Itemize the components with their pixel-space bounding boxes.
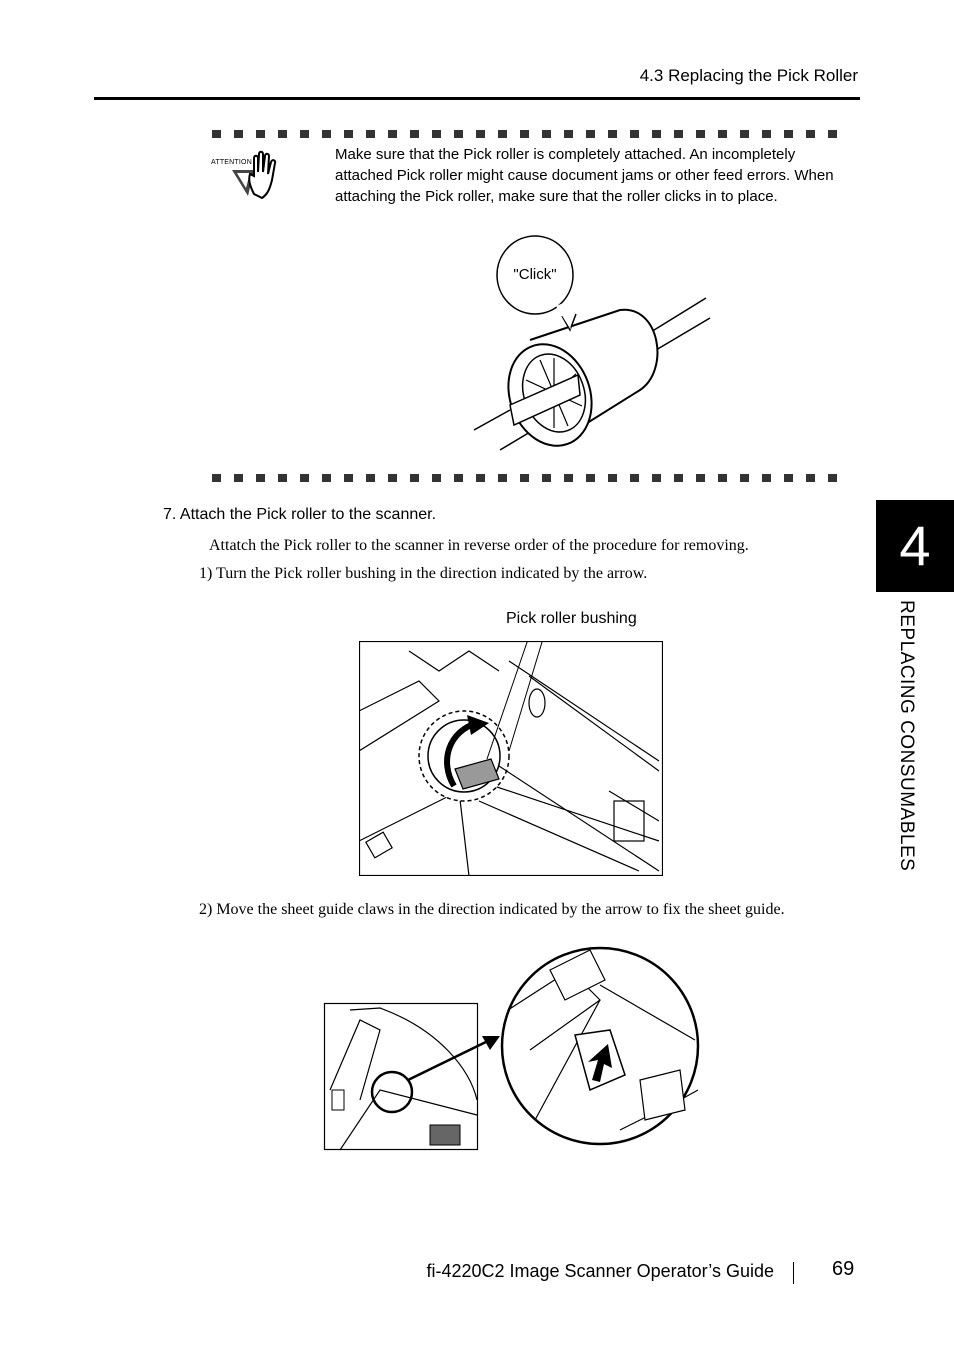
attention-hand-icon: [232, 150, 277, 200]
roller-click-illustration: "Click": [473, 235, 711, 451]
substep-2: 2) Move the sheet guide claws in the dir…: [199, 901, 785, 918]
section-title: 4.3 Replacing the Pick Roller: [639, 66, 858, 85]
step-intro: Attatch the Pick roller to the scanner i…: [209, 537, 749, 554]
step-heading: 7. Attach the Pick roller to the scanner…: [163, 506, 437, 523]
page-number: 69: [832, 1258, 855, 1280]
bushing-figure: [359, 641, 663, 876]
footer-separator: [793, 1262, 794, 1284]
attention-text: Make sure that the Pick roller is comple…: [335, 146, 834, 205]
chapter-tab-text: REPLACING CONSUMABLES: [896, 600, 917, 872]
attention-top-divider: [212, 130, 850, 138]
footer-guide-title: fi-4220C2 Image Scanner Operator’s Guide: [426, 1261, 774, 1281]
header-rule: [94, 97, 860, 100]
attention-label: ATTENTION: [211, 159, 252, 166]
sheet-guide-figure: [323, 946, 700, 1151]
chapter-tab: 4: [876, 500, 954, 592]
substep-1: 1) Turn the Pick roller bushing in the d…: [199, 565, 648, 582]
figure-label-bushing: Pick roller bushing: [506, 610, 637, 627]
click-callout-text: "Click": [513, 266, 556, 283]
attention-bottom-divider: [212, 474, 850, 482]
